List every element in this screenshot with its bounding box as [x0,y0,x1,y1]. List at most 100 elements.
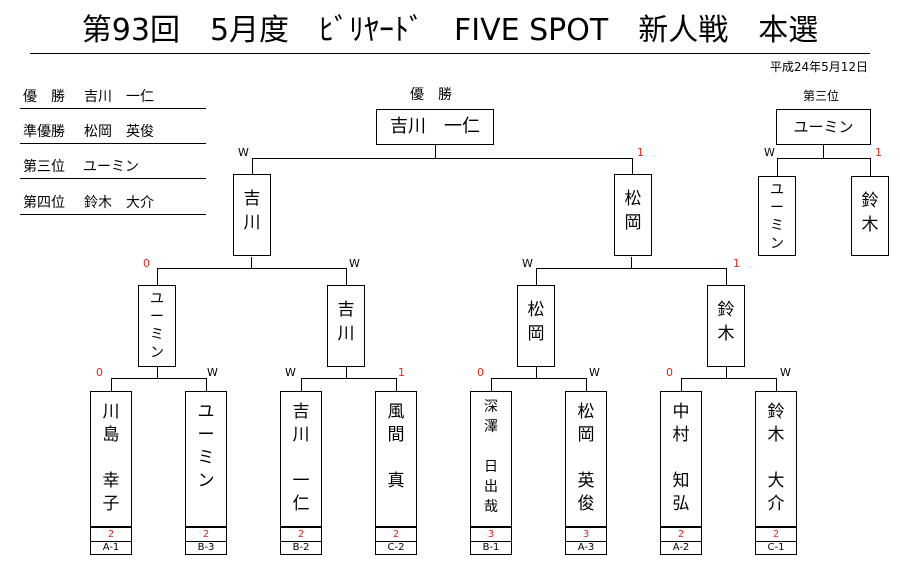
name-char: 弘 [672,494,690,514]
champion-box: 吉川 一仁 [376,109,494,145]
bracket-line [157,367,158,378]
player-box: ユーミン [185,391,227,527]
bracket-line [301,378,302,391]
match-result-mark: 0 [143,257,150,270]
player-score: 2 [185,527,227,541]
match-result-mark: 0 [666,366,673,379]
player-code: A-2 [660,541,702,555]
page-title: 第93回 5月度 ﾋﾞﾘﾔｰﾄﾞ FIVE SPOT 新人戦 本選 [81,13,819,48]
champion-header: 優 勝 [410,87,452,103]
match-result-mark: W [780,366,791,379]
match-result-mark: 0 [477,366,484,379]
round2-box: ユーミン [138,285,176,367]
name-char: ユ [770,182,784,198]
match-result-mark: 1 [733,257,740,270]
bracket-line [776,378,777,391]
bracket-line [346,268,347,285]
name-char: ー [770,200,784,216]
name-char: 出 [484,479,498,495]
name-char: 哉 [484,499,498,515]
name-char: 川 [292,425,310,445]
bracket-line [206,378,207,391]
match-result-mark: 1 [398,366,405,379]
result-row: 第三位 ユーミン [20,156,206,179]
name-char: 岡 [577,425,595,445]
result-label: 第四位 [23,195,65,211]
name-char: ユ [150,291,164,307]
player-code: C-2 [375,541,417,555]
bracket-line [536,268,537,285]
bracket-line [252,158,253,174]
result-name: 鈴木 大介 [84,195,154,211]
name-char: 松 [624,189,642,209]
name-char: 鈴 [717,300,735,320]
player-code: C-1 [755,541,797,555]
third-place-player-box: ユーミン [758,176,796,256]
name-char: 幸 [102,471,120,491]
bracket-line [157,268,158,285]
name-char: 鈴 [861,191,879,211]
match-result-mark: W [764,146,775,159]
round2-box: 鈴木 [707,285,745,367]
name-char: 吉 [243,189,261,209]
player-box: 風間真 [375,391,417,527]
name-char: ン [197,471,215,491]
name-char: 吉 [337,300,355,320]
third-place-header: 第三位 [803,89,840,103]
result-row: 優 勝吉川 一仁 [20,86,206,109]
bracket-line [157,268,347,269]
player-code: B-1 [470,541,512,555]
name-char: ミ [770,218,784,234]
name-char: 鈴 [767,402,785,422]
name-char: 風 [387,402,405,422]
player-code: B-2 [280,541,322,555]
bracket-line [435,145,436,158]
player-score: 3 [565,527,607,541]
name-char: 深 [484,399,498,415]
title-underline [30,53,870,54]
third-place-winner-box: ユーミン [776,109,871,145]
name-char: 木 [717,324,735,344]
bracket-line [111,378,112,391]
name-char: 間 [387,425,405,445]
match-result-mark: W [285,366,296,379]
bracket-line [491,378,492,391]
name-char: 澤 [484,419,498,435]
round2-box: 吉川 [327,285,365,367]
bracket-line [823,145,824,158]
match-result-mark: W [589,366,600,379]
name-char: 村 [672,425,690,445]
result-name: 松岡 英俊 [84,124,154,140]
bracket-line [681,378,777,379]
result-name: ユーミン [83,159,139,175]
name-char: ミ [197,448,215,468]
name-char: 木 [767,425,785,445]
bracket-line [870,158,871,176]
name-char: 英 [577,471,595,491]
name-char: 日 [484,459,498,475]
event-date: 平成24年5月12日 [769,60,868,74]
bracket-line [491,378,587,379]
match-result-mark: 1 [875,146,882,159]
name-char: 子 [102,494,120,514]
name-char: ン [770,236,784,252]
player-score: 2 [375,527,417,541]
name-char: 島 [102,425,120,445]
bracket-line [681,378,682,391]
bracket-line [631,257,632,268]
name-char: 川 [337,324,355,344]
player-box: 中村知弘 [660,391,702,527]
result-label: 第三位 [23,159,65,175]
player-box: 川島幸子 [90,391,132,527]
bracket-line [346,367,347,378]
name-char: ユ [197,402,215,422]
player-score: 2 [755,527,797,541]
name-char: ミ [150,327,164,343]
bracket-line [252,158,633,159]
name-char: 大 [767,471,785,491]
player-score: 2 [90,527,132,541]
bracket-line [777,158,871,159]
name-char: 岡 [527,324,545,344]
name-char: 仁 [292,494,310,514]
name-char: 知 [672,471,690,491]
